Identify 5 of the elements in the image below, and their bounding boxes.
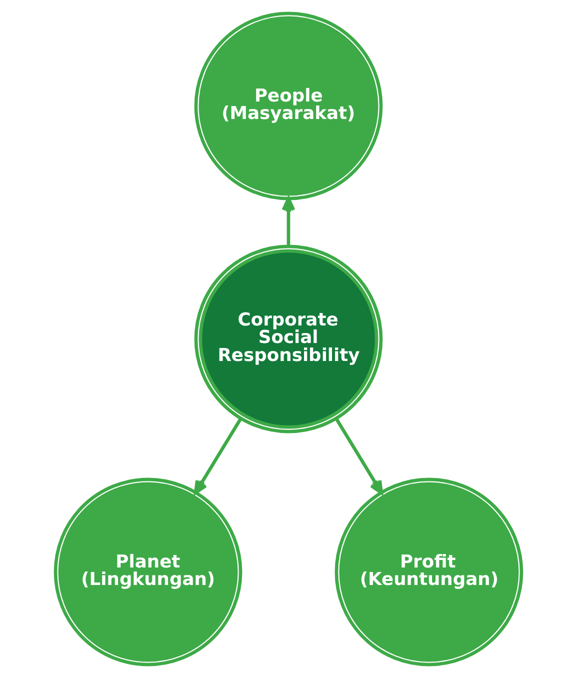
arrow <box>334 417 384 494</box>
arrow <box>282 196 296 246</box>
node-circle: Corporate Social Responsibility <box>194 244 383 433</box>
node-circle: People (Masyarakat) <box>194 11 383 200</box>
arrow <box>194 417 242 494</box>
